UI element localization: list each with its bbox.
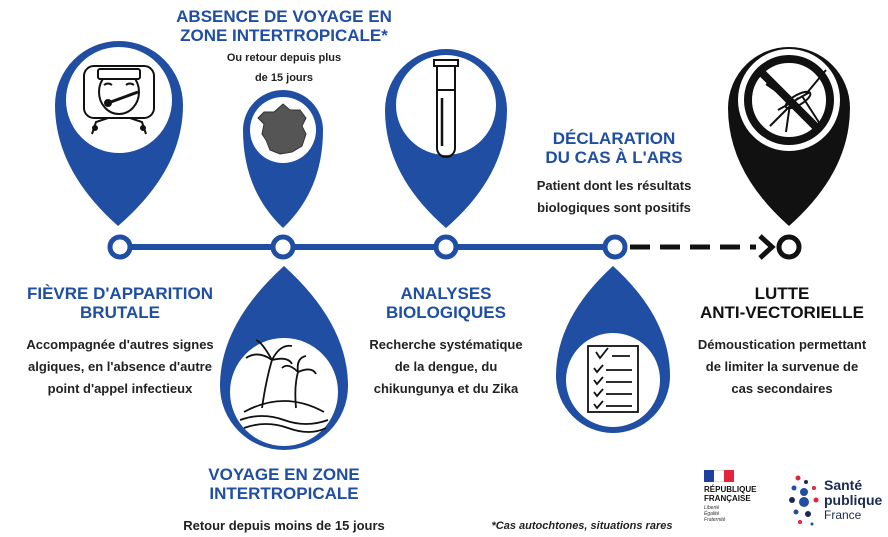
node-lutte	[776, 234, 802, 260]
pin-analyses	[385, 49, 507, 229]
node-absence	[270, 234, 296, 260]
step-heading: FIÈVRE D'APPARITION BRUTALE	[26, 284, 214, 322]
timeline-arrow-head	[758, 234, 776, 260]
step-declaration: DÉCLARATION DU CAS À L'ARS Patient dont …	[504, 129, 724, 219]
sante-publique-dots-icon	[789, 475, 819, 526]
node-declaration	[602, 234, 628, 260]
tricolor-flag-icon	[704, 470, 734, 482]
step-absence: ABSENCE DE VOYAGE EN ZONE INTERTROPICALE…	[164, 7, 404, 88]
test-tube-icon	[433, 59, 459, 158]
step-analyses: ANALYSES BIOLOGIQUES Recherche systémati…	[346, 284, 546, 400]
step-description: Retour depuis moins de 15 jours	[183, 518, 385, 533]
timeline-nodes	[107, 234, 802, 260]
no-mosquito-icon	[744, 55, 834, 145]
palm-island-icon	[239, 339, 329, 433]
step-heading: VOYAGE EN ZONE INTERTROPICALE	[208, 465, 360, 503]
france-map-icon	[257, 103, 307, 155]
step-description: Recherche systématique de la dengue, du …	[369, 337, 523, 396]
footnote: *Cas autochtones, situations rares	[491, 520, 673, 532]
step-description: Patient dont les résultats biologiques s…	[536, 178, 692, 215]
pin-lutte	[728, 47, 850, 226]
step-heading: DÉCLARATION DU CAS À L'ARS	[545, 129, 683, 167]
step-heading: ABSENCE DE VOYAGE EN ZONE INTERTROPICALE…	[176, 7, 392, 45]
thermometer-patient-icon	[83, 65, 155, 135]
node-analyses	[433, 234, 459, 260]
step-heading: LUTTE ANTI-VECTORIELLE	[699, 284, 865, 322]
step-description: Ou retour depuis plus de 15 jours	[226, 52, 342, 84]
step-description: Démoustication permettant de limiter la …	[697, 337, 867, 396]
step-fievre: FIÈVRE D'APPARITION BRUTALE Accompagnée …	[10, 284, 230, 400]
step-heading: ANALYSES BIOLOGIQUES	[386, 284, 506, 322]
pin-declaration	[556, 266, 670, 433]
node-fievre	[107, 234, 133, 260]
checklist-icon	[587, 345, 639, 413]
step-description: Accompagnée d'autres signes algiques, en…	[26, 337, 214, 396]
pin-voyage	[220, 266, 348, 450]
step-voyage: VOYAGE EN ZONE INTERTROPICALE Retour dep…	[164, 465, 404, 537]
pin-absence	[243, 90, 323, 228]
step-lutte: LUTTE ANTI-VECTORIELLE Démoustication pe…	[676, 284, 888, 400]
sante-publique-france-logo: Santé publique France	[788, 472, 888, 532]
pin-fievre	[55, 41, 183, 226]
republique-francaise-logo: RÉPUBLIQUE FRANÇAISE Liberté Égalité Fra…	[704, 470, 784, 523]
